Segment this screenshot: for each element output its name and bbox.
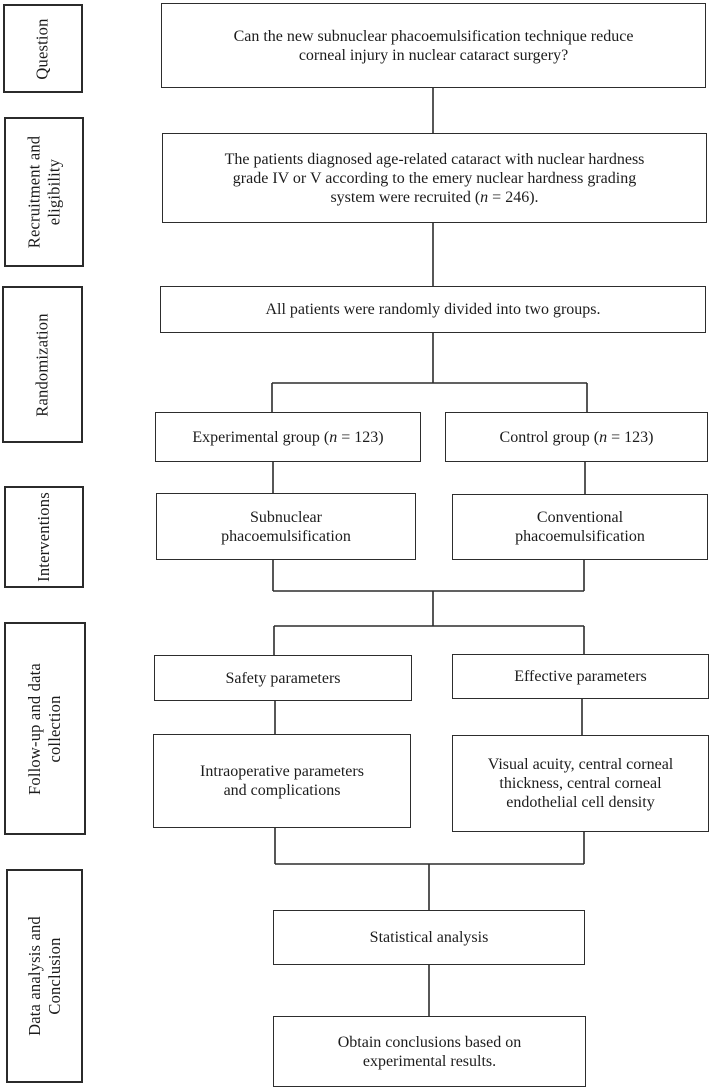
stage-box-followup: Follow-up and data collection [4,622,86,835]
stage-box-recruitment: Recruitment and eligibility [4,117,84,267]
sample-size-variable: n [480,188,489,206]
flow-box-conclusions: Obtain conclusions based on experimental… [273,1016,586,1087]
flow-box-question: Can the new subnuclear phacoemulsificati… [161,3,706,88]
flow-box-randomization: All patients were randomly divided into … [160,286,706,333]
connector-randomization-split [271,333,588,412]
flow-box-conventional-phaco: Conventional phacoemulsification [452,494,708,560]
stage-box-randomization: Randomization [2,286,83,443]
group-size-variable: n [599,428,608,446]
flow-box-experimental-group: Experimental group (n = 123) [155,412,421,462]
stage-box-question: Question [3,4,83,93]
flow-box-intraoperative: Intraoperative parameters and complicati… [153,734,411,828]
flow-box-visual-acuity: Visual acuity, central corneal thickness… [452,735,709,832]
flow-box-subnuclear-phaco: Subnuclear phacoemulsification [156,493,416,560]
stage-box-interventions: Interventions [4,486,84,588]
stage-box-data-analysis-conclusion: Data analysis and Conclusion [6,869,83,1083]
flow-box-recruitment: The patients diagnosed age-related catar… [162,133,707,223]
flow-box-effective-parameters: Effective parameters [452,654,709,699]
flow-box-control-group: Control group (n = 123) [445,412,708,462]
flow-box-statistical-analysis: Statistical analysis [273,910,585,965]
connector-interventions-merge-split [272,560,585,655]
group-size-variable: n [329,428,338,446]
flow-box-safety-parameters: Safety parameters [154,655,412,701]
connector-followup-merge [274,828,585,910]
